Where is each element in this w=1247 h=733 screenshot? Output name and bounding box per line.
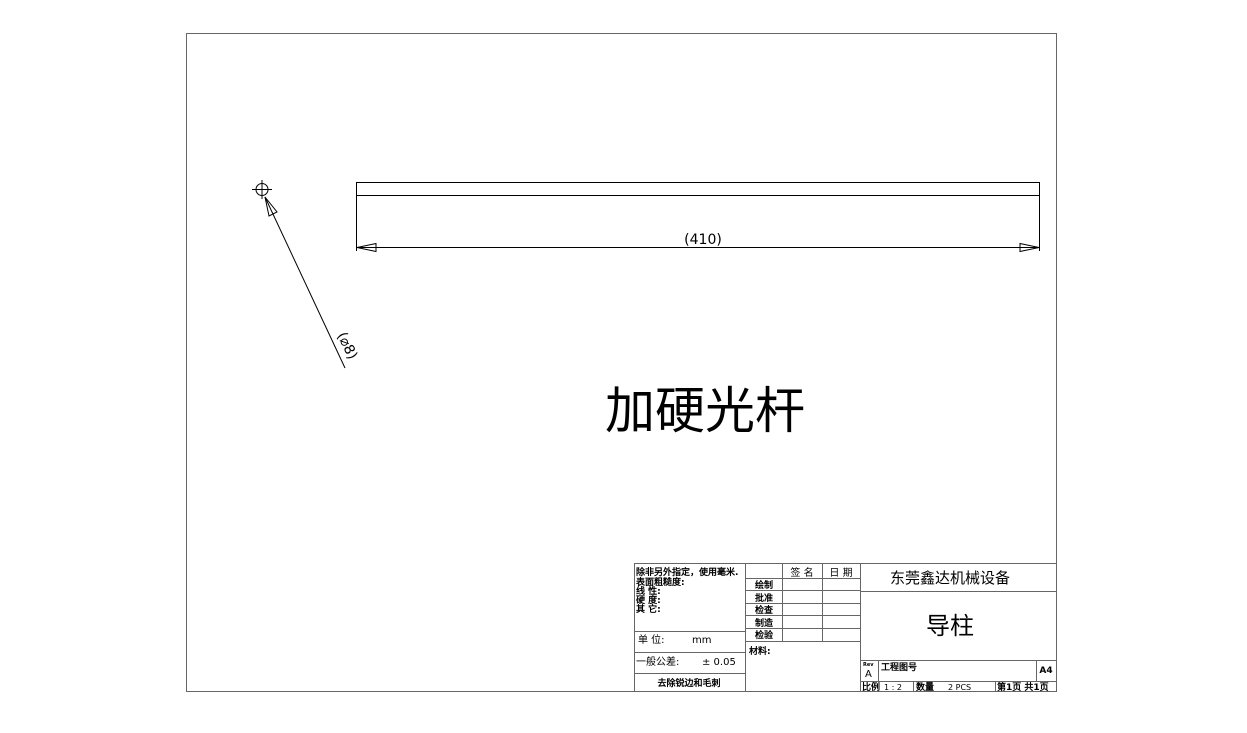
unit-label: 单 位: [638, 633, 665, 646]
role-check: 检查 [755, 604, 774, 616]
tolerance-value: ± 0.05 [702, 657, 736, 668]
rod-front-view: (410) [356, 182, 1040, 253]
arrowhead-right [1019, 242, 1040, 253]
note-line5: 其 它: [636, 603, 661, 615]
drawing-no-label: 工程图号 [881, 661, 917, 673]
qty-value: 2 PCS [948, 683, 971, 692]
length-dimension-text: (410) [684, 232, 722, 248]
rev-value: A [865, 669, 872, 680]
page-info: 第1页 共1页 [997, 681, 1049, 693]
leader-line [264, 196, 346, 369]
date-header: 日 期 [829, 567, 852, 579]
qty-label: 数量 [916, 681, 934, 693]
note-line4: 硬 度: [636, 594, 661, 606]
deburr-note: 去除锐边和毛刺 [657, 677, 720, 689]
note-line2: 表面粗糙度: [635, 576, 685, 588]
rod-outline [356, 182, 1040, 196]
note-line3: 线 性: [636, 585, 661, 597]
tolerance-label: 一般公差: [636, 655, 679, 668]
arrowhead-left [356, 242, 377, 253]
scale-label: 比例 [862, 681, 880, 693]
role-draw: 绘制 [755, 579, 773, 591]
role-inspect: 检验 [755, 629, 774, 641]
drawing-title: 加硬光杆 [605, 382, 805, 440]
part-name: 导柱 [926, 612, 974, 640]
company-name: 东莞鑫达机械设备 [890, 569, 1010, 587]
sign-header: 签 名 [790, 566, 813, 579]
sheet-size: A4 [1039, 666, 1052, 676]
material-label: 材料: [748, 645, 771, 657]
role-manufacture: 制造 [755, 617, 774, 629]
scale-value: 1 : 2 [884, 683, 902, 692]
unit-value: mm [692, 635, 711, 646]
diameter-dimension-text: (⌀8) [333, 330, 360, 362]
role-approve: 批准 [755, 592, 773, 604]
title-block: 除非另外指定，使用毫米. 表面粗糙度: 线 性: 硬 度: 其 它: 单 位: … [634, 563, 1057, 693]
rod-end-view: (⌀8) [252, 180, 360, 369]
note-line1: 除非另外指定，使用毫米. [636, 566, 738, 578]
rev-label: Rev [863, 662, 874, 668]
sheet-border [186, 33, 1057, 692]
